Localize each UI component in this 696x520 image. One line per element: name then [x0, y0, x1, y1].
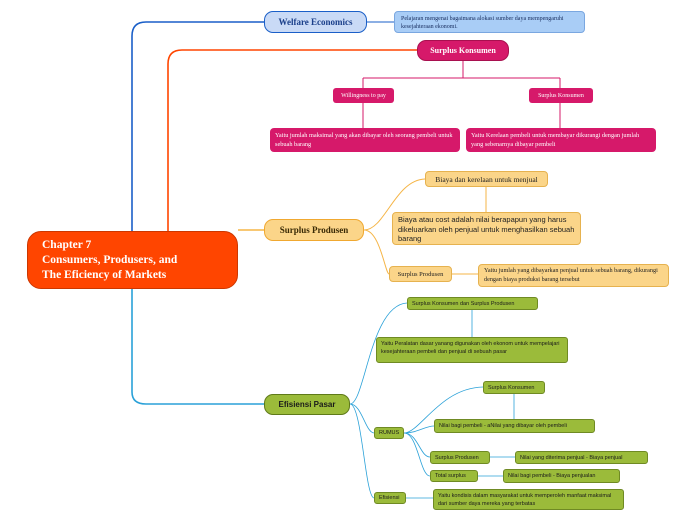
efisiensi-node[interactable]: Efisiensi	[374, 492, 406, 504]
central-title-line1: Chapter 7	[42, 239, 92, 251]
welfare-note: Pelajaran mengenai bagaimana alokasi sum…	[394, 11, 585, 33]
surplus-produsen-sub-label: Surplus Produsen	[397, 270, 444, 278]
efisiensi-pasar-node[interactable]: Efisiensi Pasar	[264, 394, 350, 415]
efisiensi-label: Efisiensi	[379, 495, 400, 501]
efisiensi-pasar-title: Efisiensi Pasar	[278, 400, 336, 409]
surplus-konsumen-node[interactable]: Surplus Konsumen	[417, 40, 509, 61]
biaya-kerelaan-label: Biaya dan kerelaan untuk menjual	[435, 174, 538, 184]
welfare-economics-title: Welfare Economics	[278, 17, 353, 27]
surplus-produsen-note: Yaitu jumlah yang dibayarkan penjual unt…	[478, 264, 669, 287]
surplus-produsen-title: Surplus Produsen	[279, 225, 349, 235]
rumus-sp-formula: Nilai yang diterima penjual - Biaya penj…	[515, 451, 648, 464]
total-surplus-formula-text: Nilai bagi pembeli - Biaya penjualan	[508, 473, 596, 479]
total-surplus-formula: Nilai bagi pembeli - Biaya penjualan	[503, 469, 620, 483]
rumus-node[interactable]: RUMUS	[374, 427, 404, 439]
rumus-sk-formula-text: Nilai bagi pembeli - aNilai yang dibayar…	[439, 423, 567, 429]
sks-note-text: Yaitu Peralatan dasar yanang digunakan o…	[381, 341, 560, 355]
sks-label: Surplus Konsumen dan Surplus Produsen	[412, 300, 515, 307]
welfare-note-text: Pelajaran mengenai bagaimana alokasi sum…	[401, 16, 564, 30]
surplus-konsumen-sub-node[interactable]: Surplus Konsumen	[529, 88, 593, 103]
surplus-konsumen-note: Yaitu Kerelaan pembeli untuk membayar di…	[466, 128, 656, 152]
willingness-to-pay-node[interactable]: Willingness to pay	[333, 88, 394, 103]
rumus-sp-label: Surplus Produsen	[435, 454, 479, 461]
biaya-note: Biaya atau cost adalah nilai berapapun y…	[392, 212, 581, 245]
rumus-sk-label: Surplus Konsumen	[488, 384, 535, 391]
surplus-konsumen-sub-label: Surplus Konsumen	[538, 92, 584, 99]
biaya-kerelaan-node[interactable]: Biaya dan kerelaan untuk menjual	[425, 171, 548, 187]
surplus-konsumen-title: Surplus Konsumen	[430, 46, 496, 55]
rumus-label: RUMUS	[379, 430, 400, 436]
total-surplus-label: Total surplus	[435, 473, 466, 479]
willingness-to-pay-label: Willingness to pay	[341, 92, 386, 99]
surplus-konsumen-note-text: Yaitu Kerelaan pembeli untuk membayar di…	[471, 132, 640, 148]
total-surplus-node[interactable]: Total surplus	[430, 470, 478, 482]
efisiensi-note-text: Yaitu kondisis dalam masyarakat untuk me…	[438, 493, 612, 507]
biaya-note-text: Biaya atau cost adalah nilai berapapun y…	[398, 215, 575, 243]
rumus-sp-node[interactable]: Surplus Produsen	[430, 451, 490, 464]
surplus-produsen-sub-node[interactable]: Surplus Produsen	[389, 266, 452, 282]
rumus-sp-formula-text: Nilai yang diterima penjual - Biaya penj…	[520, 454, 623, 461]
rumus-sk-formula: Nilai bagi pembeli - aNilai yang dibayar…	[434, 419, 595, 433]
central-topic[interactable]: Chapter 7 Consumers, Produsers, and The …	[27, 231, 238, 289]
surplus-produsen-node[interactable]: Surplus Produsen	[264, 219, 364, 241]
willingness-note: Yaitu jumlah maksimal yang akan dibayar …	[270, 128, 460, 152]
rumus-sk-node[interactable]: Surplus Konsumen	[483, 381, 545, 394]
sks-node[interactable]: Surplus Konsumen dan Surplus Produsen	[407, 297, 538, 310]
central-title-line3: The Eficiency of Markets	[42, 269, 167, 281]
willingness-note-text: Yaitu jumlah maksimal yang akan dibayar …	[275, 132, 453, 148]
welfare-economics-node[interactable]: Welfare Economics	[264, 11, 367, 33]
surplus-produsen-note-text: Yaitu jumlah yang dibayarkan penjual unt…	[484, 267, 658, 283]
sks-note: Yaitu Peralatan dasar yanang digunakan o…	[376, 337, 568, 363]
efisiensi-note: Yaitu kondisis dalam masyarakat untuk me…	[433, 489, 624, 510]
central-title-line2: Consumers, Produsers, and	[42, 254, 178, 266]
